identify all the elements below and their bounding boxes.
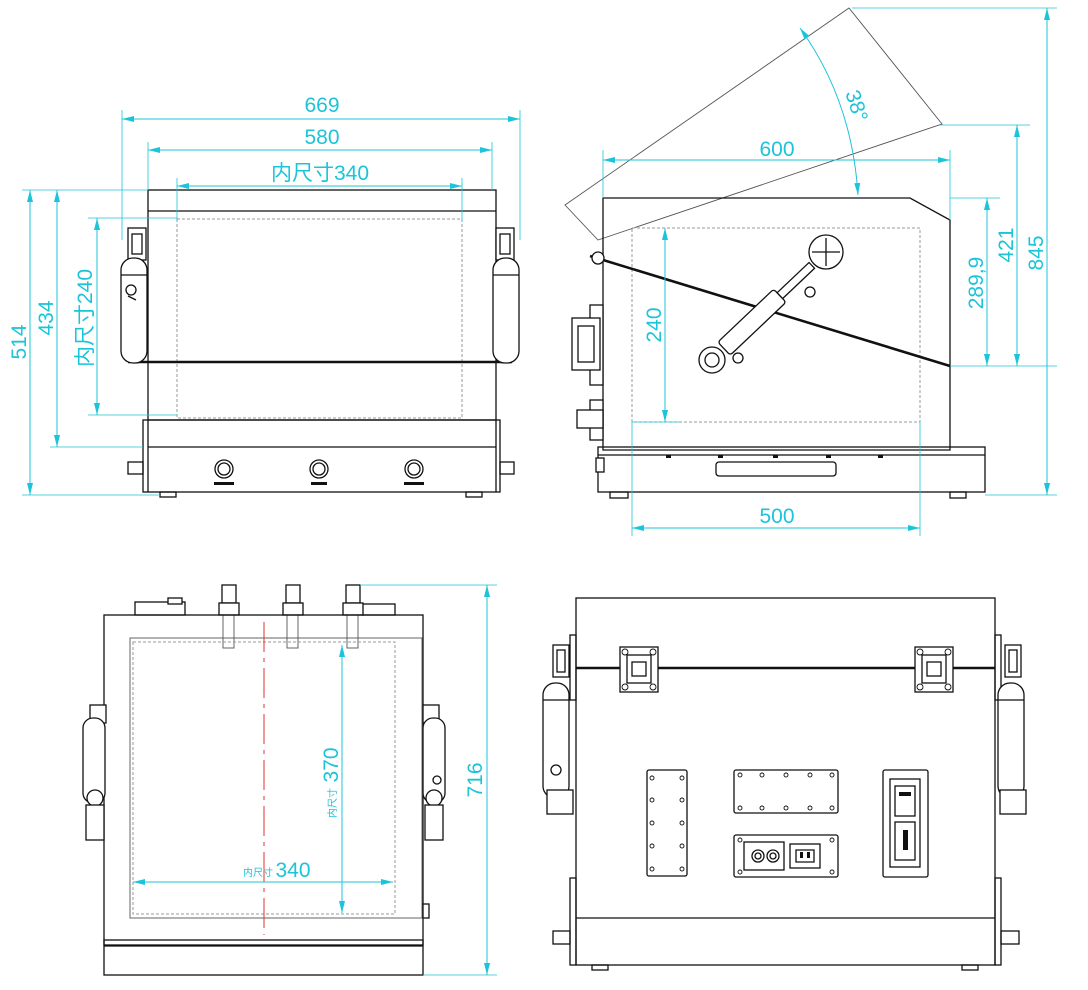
dim-side-inner-depth: 500: [631, 422, 921, 536]
back-pin-right: [1000, 930, 1020, 945]
front-knob-right: [404, 459, 424, 485]
top-base: [103, 939, 424, 976]
side-foot-right: [949, 491, 967, 499]
side-rear-fittings: [571, 251, 605, 473]
dim-label-370-prefix: 内尺寸: [326, 788, 339, 818]
side-open-lid: [564, 7, 943, 241]
side-base: [597, 446, 986, 493]
side-base-rivets: [666, 455, 883, 458]
dim-label-top-340-prefix: 内尺寸: [243, 866, 273, 879]
dim-overall-width: 669: [121, 94, 521, 240]
front-handle-right: [492, 227, 520, 364]
back-handle-left: [542, 644, 574, 815]
top-handle-left: [82, 704, 107, 841]
dim-label-434: 434: [35, 300, 58, 335]
back-handle-right: [997, 644, 1027, 815]
dim-inner-height: 内尺寸240: [74, 217, 177, 416]
front-knob-left: [214, 459, 234, 485]
top-connectors: [134, 584, 396, 649]
back-pin-left: [552, 930, 571, 945]
dim-label-289-9: 289,9: [965, 257, 988, 310]
front-handle-left: [120, 227, 148, 364]
dim-label-421: 421: [995, 227, 1018, 262]
side-inner-outline: [631, 227, 921, 423]
dim-label-370: 370: [320, 747, 343, 782]
top-handle-right: [422, 704, 446, 841]
front-body: [147, 189, 497, 421]
front-view: 669 580 内尺寸340 514 434: [8, 94, 521, 498]
back-hinge-left: [619, 646, 659, 693]
back-view: [542, 597, 1027, 971]
dim-label-inner-240: 内尺寸240: [74, 269, 97, 367]
dim-label-500: 500: [759, 505, 794, 528]
back-side-plate-left-bottom: [569, 877, 577, 966]
front-pin-left: [127, 461, 144, 475]
dim-body-width: 580: [147, 126, 493, 190]
dim-label-669: 669: [304, 94, 339, 117]
back-foot-right: [961, 964, 979, 971]
dim-label-600: 600: [759, 138, 794, 161]
dim-overall-depth: 600: [602, 138, 951, 220]
back-hinge-right: [914, 646, 954, 693]
side-gas-strut: [698, 234, 844, 374]
dim-top-inner-depth: 370 内尺寸: [320, 645, 345, 913]
back-side-plate-right-bottom: [994, 877, 1002, 966]
back-power-panel: [733, 834, 839, 878]
dim-lid-angle: 38°: [799, 27, 872, 196]
back-panel-left: [646, 769, 688, 877]
dim-top-inner-width: 340 内尺寸: [133, 859, 393, 885]
back-foot-left: [591, 964, 609, 971]
dim-height-to-strut: 289,9: [950, 197, 1000, 366]
front-base: [142, 419, 501, 493]
dim-side-inner-height: 240: [632, 228, 680, 423]
dim-top-overall-depth: 716: [360, 584, 497, 976]
dim-body-height: 434: [35, 190, 143, 448]
dim-label-845: 845: [1025, 235, 1048, 270]
dim-label-top-340: 340: [275, 859, 310, 882]
top-inner-frame: [129, 637, 423, 919]
dim-label-side-240: 240: [643, 307, 666, 342]
front-foot-left: [159, 491, 177, 498]
dim-overall-height: 514: [8, 189, 160, 496]
front-pin-right: [499, 461, 515, 475]
back-panel-top-middle: [733, 769, 839, 814]
front-knob-middle: [309, 459, 329, 485]
back-panel-right: [882, 769, 929, 878]
back-body: [575, 597, 996, 966]
dim-label-716: 716: [464, 762, 487, 797]
dim-height-421: 421: [940, 124, 1030, 366]
back-side-plate-left-top: [569, 634, 577, 701]
dim-open-height: 845: [852, 7, 1057, 496]
top-side-latch: [422, 903, 430, 919]
side-view: 600 38° 240 289,9 421 845: [564, 7, 1057, 536]
side-foot-left: [609, 491, 629, 499]
dim-label-580: 580: [304, 126, 339, 149]
dim-label-514: 514: [8, 324, 31, 359]
dim-inner-width: 内尺寸340: [176, 162, 463, 222]
side-base-slot: [715, 461, 837, 477]
front-foot-right: [465, 491, 483, 498]
front-inner-outline: [176, 218, 463, 419]
top-view: 370 内尺寸 340 内尺寸 716: [82, 584, 497, 976]
dim-label-inner-340: 内尺寸340: [271, 162, 369, 185]
